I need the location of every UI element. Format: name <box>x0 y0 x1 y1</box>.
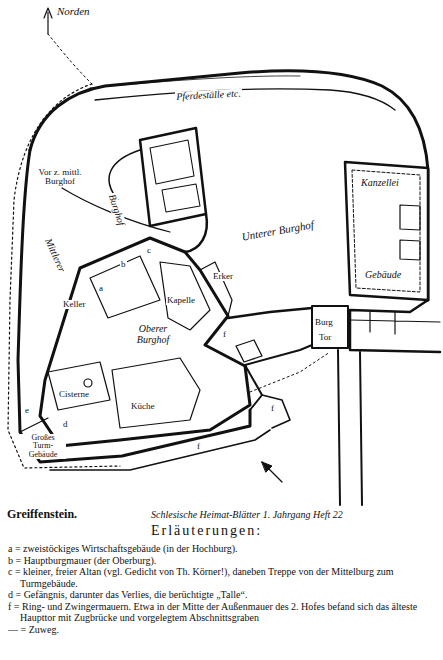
place-name: Burg <box>314 318 334 327</box>
place-name: Kanzellei <box>360 178 400 189</box>
legend-entry: a = zweistöckiges Wirtschaftsgebäude (in… <box>8 543 436 555</box>
place-name: Gebäude <box>364 270 402 281</box>
place-name: Keller <box>62 300 87 309</box>
callout-letter: c <box>146 246 152 255</box>
legend-entry: d = Gefängnis, darunter das Verlies, die… <box>8 589 436 601</box>
legend-entry: f = Ring- und Zwingermauern. Etwa in der… <box>8 601 436 624</box>
callout-letter: d <box>62 420 69 429</box>
place-name: Großes Turm-Gebäude <box>20 434 66 459</box>
place-name: Oberer Burghof <box>128 324 178 345</box>
callout-letter: a <box>98 284 104 293</box>
castle-plan <box>0 0 443 506</box>
place-name: Mittlerer <box>42 236 67 275</box>
callout-letter: f <box>270 404 275 413</box>
place-name: Cisterne <box>58 390 90 399</box>
callout-letter: f <box>196 442 201 451</box>
legend-entry: — = Zuweg. <box>8 624 436 636</box>
place-name: Pferdeställe etc. <box>175 89 242 103</box>
title: Greiffenstein. <box>6 508 78 521</box>
caption: Schlesische Heimat-Blätter 1. Jahrgang H… <box>150 510 344 521</box>
place-name: Unterer Burghof <box>240 219 316 243</box>
callout-letter: e <box>24 406 30 415</box>
place-name: Vor z. mittl. Burghof <box>34 168 86 187</box>
callout-letter: f <box>222 330 227 339</box>
place-name: Norden <box>56 6 91 18</box>
place-name: Küche <box>130 402 156 411</box>
place-name: Erker <box>212 272 234 281</box>
place-name: Tor <box>318 333 332 342</box>
place-name: Burghof <box>106 192 127 228</box>
legend-entry: c = kleiner, freier Altan (vgl. Gedicht … <box>8 566 436 589</box>
legend-heading: Erläuterungen: <box>150 524 263 539</box>
callout-letter: b <box>120 260 127 269</box>
place-name: Kapelle <box>166 296 196 305</box>
legend-entry: b = Hauptburgmauer (der Oberburg). <box>8 555 436 567</box>
legend-list: a = zweistöckiges Wirtschaftsgebäude (in… <box>8 543 436 635</box>
